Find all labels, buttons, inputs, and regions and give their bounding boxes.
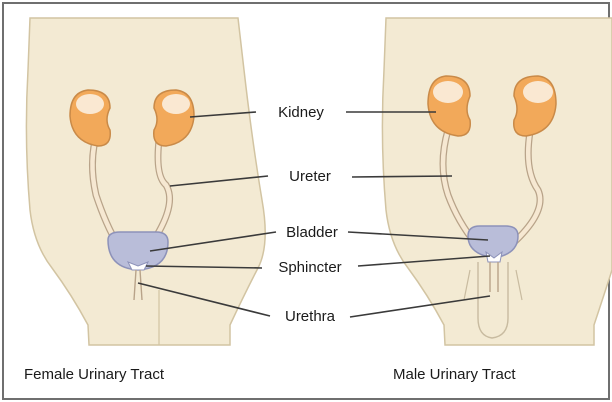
kidney-label: Kidney (278, 104, 324, 121)
urethra-label: Urethra (285, 308, 336, 325)
female-caption: Female Urinary Tract (24, 366, 164, 383)
ureter-line-male (352, 176, 452, 177)
sphincter-label: Sphincter (278, 259, 341, 276)
ureter-label: Ureter (289, 168, 331, 185)
male-caption: Male Urinary Tract (393, 366, 516, 383)
bladder-label: Bladder (286, 224, 338, 241)
